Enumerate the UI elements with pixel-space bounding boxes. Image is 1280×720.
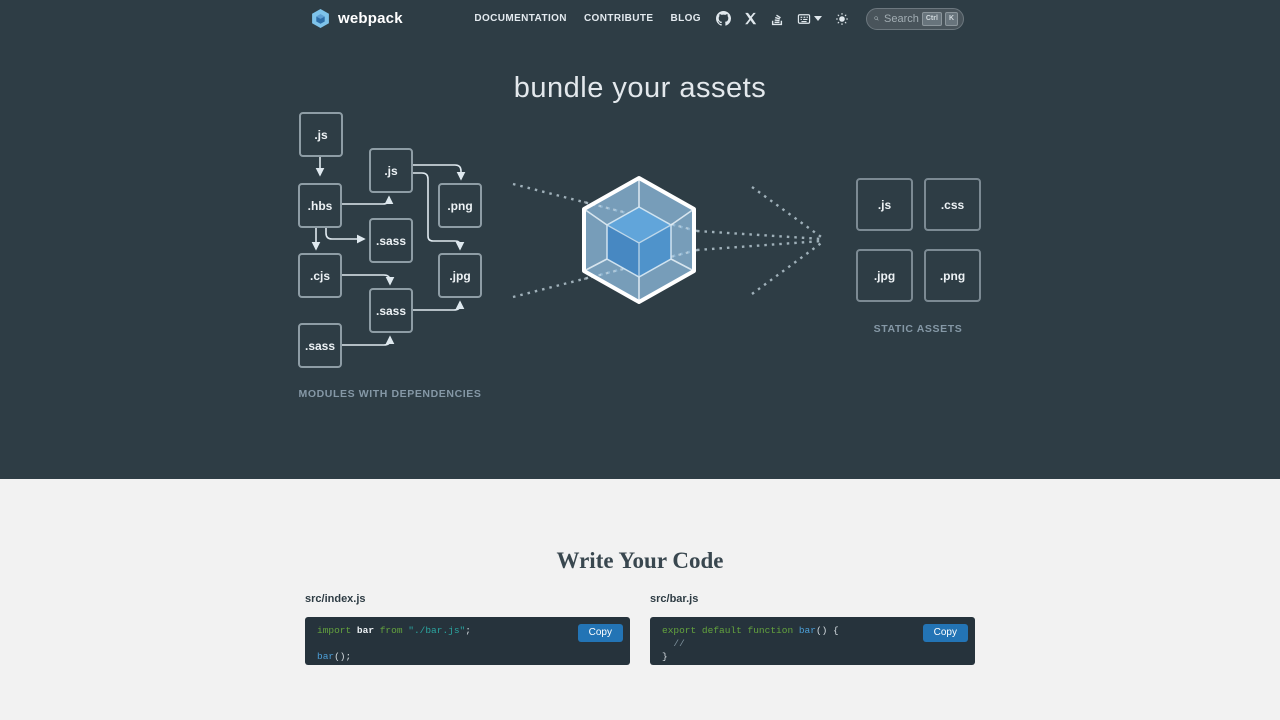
search-icon — [874, 16, 879, 21]
webpack-logo[interactable]: webpack — [310, 0, 403, 37]
nav-menu: DOCUMENTATION CONTRIBUTE BLOG — [472, 0, 964, 37]
asset-box: .jpg — [856, 249, 913, 302]
nav-link-documentation[interactable]: DOCUMENTATION — [474, 13, 567, 24]
assets-label: STATIC ASSETS — [873, 323, 963, 335]
nav-link-blog[interactable]: BLOG — [670, 13, 701, 24]
code-line: bar(); — [317, 651, 352, 662]
kbd-ctrl: Ctrl — [921, 11, 942, 26]
theme-sun-icon[interactable] — [835, 12, 849, 26]
webpack-cube-icon — [312, 9, 329, 28]
copy-button[interactable]: Copy — [577, 624, 623, 642]
stackoverflow-icon[interactable] — [770, 12, 784, 26]
module-box: .sass — [369, 218, 413, 263]
nav-link-contribute[interactable]: CONTRIBUTE — [583, 13, 654, 24]
code-line: } — [662, 651, 668, 662]
search-placeholder: Search — [884, 12, 919, 25]
modules-label: MODULES WITH DEPENDENCIES — [298, 388, 482, 400]
code-filename: src/bar.js — [650, 593, 699, 605]
code-block: export default function bar() { //} Copy — [650, 617, 975, 665]
search-input[interactable]: Search Ctrl K — [866, 7, 964, 30]
hero-section: webpack DOCUMENTATION CONTRIBUTE BLOG — [0, 0, 1280, 479]
code-line: import bar from "./bar.js"; — [317, 625, 471, 636]
section-title: Write Your Code — [556, 548, 724, 573]
code-example: src/bar.js export default function bar() … — [650, 593, 975, 665]
module-box: .sass — [298, 323, 342, 368]
webpack-cube-logo — [582, 176, 696, 304]
code-line — [317, 637, 618, 650]
module-box: .png — [438, 183, 482, 228]
chevron-down-icon — [814, 16, 822, 21]
module-box: .cjs — [298, 253, 342, 298]
language-selector[interactable] — [797, 13, 822, 25]
code-example: src/index.js import bar from "./bar.js"; b… — [305, 593, 630, 665]
write-code-section: Write Your Code src/index.js import bar f… — [0, 479, 1280, 720]
module-box: .js — [299, 112, 343, 157]
brand-name: webpack — [338, 10, 403, 27]
code-examples: src/index.js import bar from "./bar.js"; b… — [305, 593, 975, 665]
copy-button[interactable]: Copy — [922, 624, 968, 642]
module-box: .sass — [369, 288, 413, 333]
code-block: import bar from "./bar.js"; bar(); Copy — [305, 617, 630, 665]
code-filename: src/index.js — [305, 593, 366, 605]
asset-box: .png — [924, 249, 981, 302]
navbar: webpack DOCUMENTATION CONTRIBUTE BLOG — [0, 0, 1280, 37]
code-line: // — [662, 638, 685, 649]
github-icon[interactable] — [716, 11, 731, 26]
module-box: .js — [369, 148, 413, 193]
module-box: .hbs — [298, 183, 342, 228]
code-line: export default function bar() { — [662, 625, 839, 636]
bundle-flow-dashes — [512, 182, 825, 299]
asset-box: .js — [856, 178, 913, 231]
hero-title: bundle your assets — [513, 72, 767, 104]
x-twitter-icon[interactable] — [744, 12, 757, 25]
asset-box: .css — [924, 178, 981, 231]
module-box: .jpg — [438, 253, 482, 298]
kbd-k: K — [944, 11, 958, 26]
